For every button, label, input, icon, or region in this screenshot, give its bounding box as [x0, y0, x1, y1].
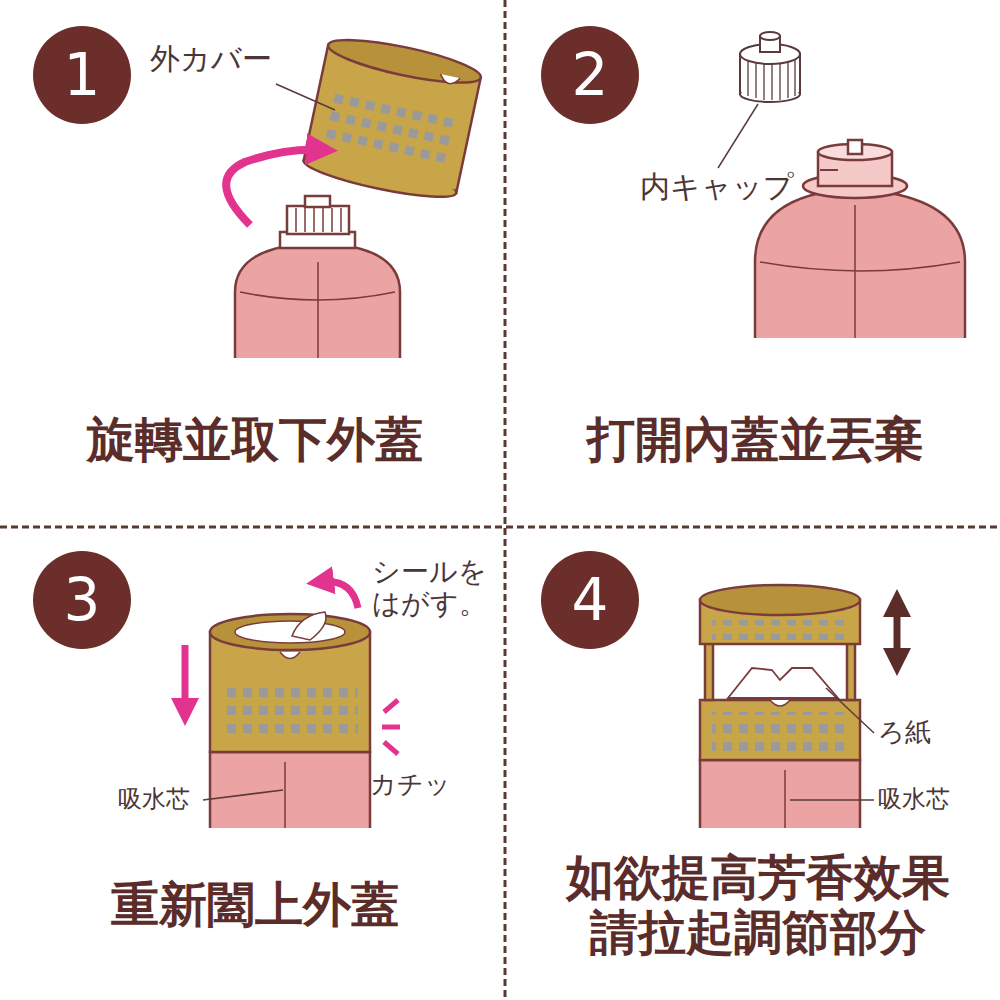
circle-fill: [33, 551, 131, 649]
leader-line: [826, 688, 874, 733]
step-number: 3: [64, 571, 101, 629]
leader-line: [203, 790, 283, 800]
step-number: 1: [64, 46, 101, 104]
step-caption: 打開內蓋並丟棄: [587, 412, 923, 467]
divider: [504, 0, 507, 1000]
leader-line: [718, 104, 758, 168]
part-label: シールを はがす。: [372, 556, 490, 620]
click-marks: [382, 700, 400, 754]
step-number-circle: 1: [32, 25, 132, 125]
part-label: 吸水芯: [878, 786, 950, 814]
outer-cover: [301, 31, 484, 204]
step-caption: 重新闔上外蓋: [111, 877, 399, 932]
part-label: 外カバー: [150, 42, 272, 77]
step-caption: 如欲提高芳香效果 請拉起調節部分: [553, 850, 963, 960]
step-number: 2: [572, 46, 609, 104]
step-number-circle: 3: [32, 550, 132, 650]
circle-fill: [541, 551, 639, 649]
inner-cap: [740, 32, 800, 102]
circle-fill: [541, 26, 639, 124]
step-number: 4: [572, 571, 609, 629]
peel-arrow: [320, 582, 358, 608]
part-label: 内キャップ: [640, 170, 794, 205]
bottle: [235, 196, 400, 358]
push-arrow: [182, 645, 189, 712]
part-label: ろ紙: [878, 718, 931, 748]
step-caption: 旋轉並取下外蓋: [87, 412, 423, 467]
part-label: 吸水芯: [118, 786, 190, 814]
adjust-arrow: [894, 603, 901, 662]
part-label: カチッ: [370, 770, 451, 800]
divider: [0, 526, 1000, 529]
step-number-circle: 2: [540, 25, 640, 125]
bottle-with-raised-cover: [700, 585, 860, 828]
leader-line: [276, 84, 335, 110]
circle-fill: [33, 26, 131, 124]
step-number-circle: 4: [540, 550, 640, 650]
leader-line: [790, 799, 874, 801]
rotate-arrow: [226, 150, 322, 225]
